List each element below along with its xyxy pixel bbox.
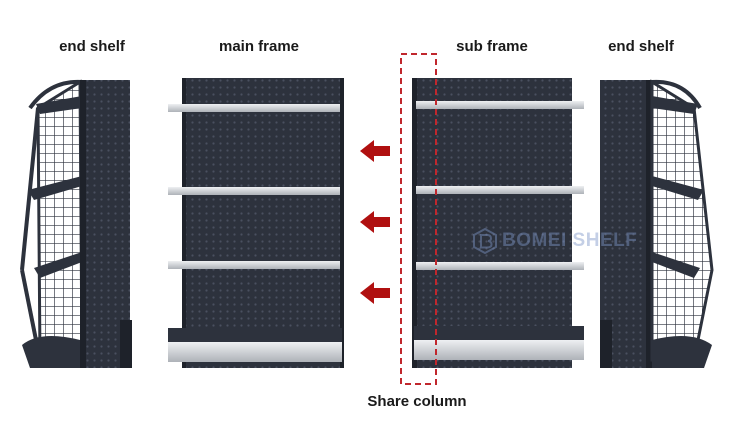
brand-watermark: BOMEI SHELF: [472, 228, 637, 254]
sub-shelf-1: [416, 101, 584, 109]
main-frame: [168, 78, 344, 368]
share-column-highlight: [400, 53, 437, 385]
bomei-logo-icon: [473, 228, 497, 254]
main-shelf-1: [168, 104, 340, 112]
main-shelf-3: [168, 261, 340, 269]
end-shelf-right: [600, 79, 714, 368]
share-column-label: Share column: [367, 393, 467, 410]
sub-frame-label: sub frame: [456, 38, 528, 55]
end-shelf-left: [20, 79, 132, 368]
main-frame-label: main frame: [218, 38, 300, 55]
sub-frame: [412, 78, 584, 368]
end-shelf-right-label: end shelf: [608, 38, 674, 55]
sub-base: [414, 340, 584, 360]
end-shelf-left-label: end shelf: [59, 38, 125, 55]
sub-shelf-3: [416, 262, 584, 270]
main-shelf-2: [168, 187, 340, 195]
main-base: [168, 342, 342, 362]
sub-shelf-2: [416, 186, 584, 194]
arrow-left-icon: [360, 140, 390, 304]
watermark-text: BOMEI SHELF: [502, 230, 638, 251]
